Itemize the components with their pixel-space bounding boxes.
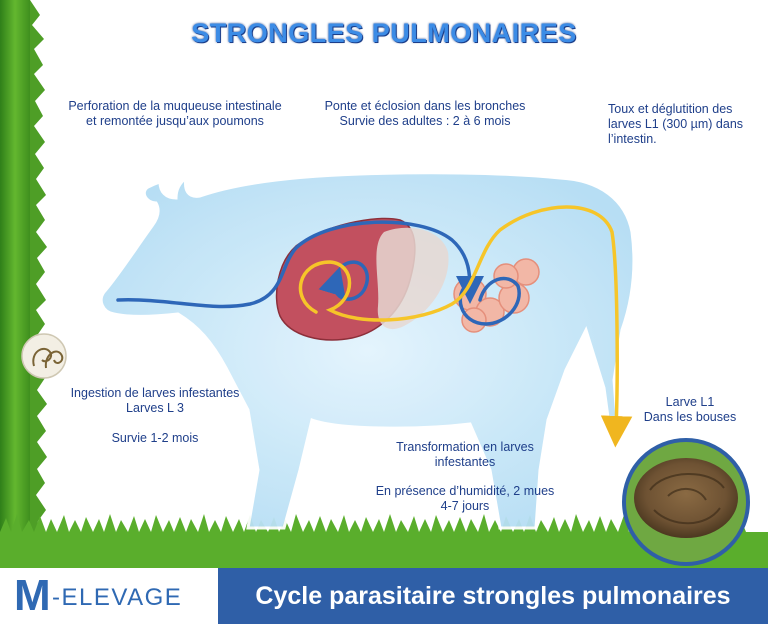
label-perforation-line-1: Perforation de la muqueuse intestinale (68, 99, 282, 113)
label-perforation: Perforation de la muqueuse intestinale e… (50, 99, 300, 129)
blue-migration-path (116, 220, 521, 326)
yellow-migration-path (298, 205, 633, 448)
label-ingestion-survie-text: Survie 1-2 mois (111, 431, 199, 445)
label-ponte-line-2: Survie des adultes : 2 à 6 mois (339, 114, 511, 128)
label-transformation-line-1: Transformation en larves (396, 440, 534, 454)
page-title: STRONGLES PULMONAIRES (191, 18, 577, 48)
label-toux-line-2: larves L1 (300 µm) dans (608, 117, 744, 131)
label-transformation-detail-line-2: 4-7 jours (440, 499, 490, 513)
label-ingestion-line-2: Larves L 3 (126, 401, 184, 415)
label-toux-line-1: Toux et déglutition des (608, 102, 733, 116)
label-toux-line-3: l’intestin. (608, 132, 657, 146)
label-ponte: Ponte et éclosion dans les bronches Surv… (310, 99, 540, 129)
label-transformation: Transformation en larves infestantes (355, 440, 575, 470)
label-larve-l1-line-1: Larve L1 (665, 395, 715, 409)
label-toux: Toux et déglutition des larves L1 (300 µ… (608, 102, 754, 147)
cow-silhouette (99, 171, 636, 530)
larvae-icon (21, 333, 67, 379)
label-ingestion-line-1: Ingestion de larves infestantes (70, 386, 240, 400)
label-transformation-detail: En présence d’humidité, 2 mues 4-7 jours (340, 484, 590, 514)
label-ingestion: Ingestion de larves infestantes Larves L… (60, 386, 250, 416)
label-ingestion-survie: Survie 1-2 mois (60, 431, 250, 446)
label-transformation-detail-line-1: En présence d’humidité, 2 mues (375, 484, 555, 498)
liver-shape (376, 227, 449, 330)
left-grass-border (0, 0, 47, 568)
label-ponte-line-1: Ponte et éclosion dans les bronches (324, 99, 526, 113)
footer-banner-title: Cycle parasitaire strongles pulmonaires (218, 568, 768, 624)
cow-pat-image (622, 438, 750, 566)
label-larve-l1-line-2: Dans les bouses (643, 410, 737, 424)
label-larve-l1: Larve L1 Dans les bouses (630, 395, 750, 425)
brand-initial: M (14, 571, 51, 620)
label-transformation-line-2: infestantes (434, 455, 496, 469)
footer-bar: M -ELEVAGE Cycle parasitaire strongles p… (0, 568, 768, 624)
label-perforation-line-2: et remontée jusqu’aux poumons (86, 114, 264, 128)
brand-logo: M -ELEVAGE (0, 568, 218, 624)
brand-name: -ELEVAGE (52, 584, 183, 611)
